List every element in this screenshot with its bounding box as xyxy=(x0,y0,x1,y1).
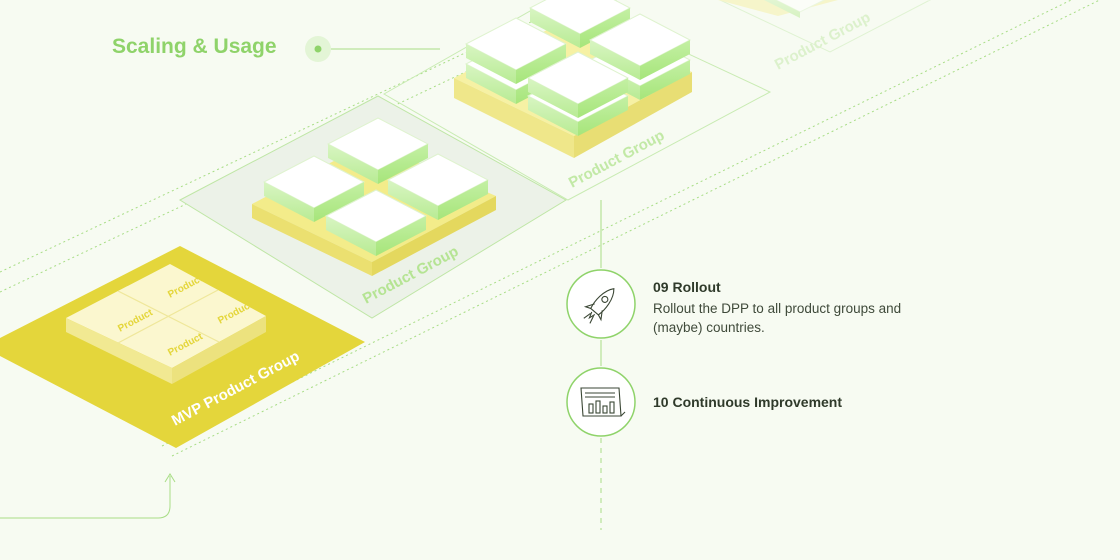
step-title-rollout: 09 Rollout xyxy=(653,279,721,295)
step-icon-circle-rollout xyxy=(566,269,636,339)
mvp-product-group xyxy=(0,246,365,448)
connector-lines xyxy=(0,48,602,530)
chart-board-icon xyxy=(580,387,626,417)
step-title-improvement: 10 Continuous Improvement xyxy=(653,394,843,410)
step-description-rollout: Rollout the DPP to all product groups an… xyxy=(653,301,902,335)
product-group-label: Product Group xyxy=(772,9,873,74)
product-group-1 xyxy=(178,95,567,319)
product-group-2 xyxy=(382,0,772,201)
rocket-icon xyxy=(583,288,615,324)
section-bullet xyxy=(305,36,331,62)
product-group-3 xyxy=(718,0,932,53)
section-title: Scaling & Usage xyxy=(112,35,277,58)
step-icon-circle-improvement xyxy=(566,367,636,437)
